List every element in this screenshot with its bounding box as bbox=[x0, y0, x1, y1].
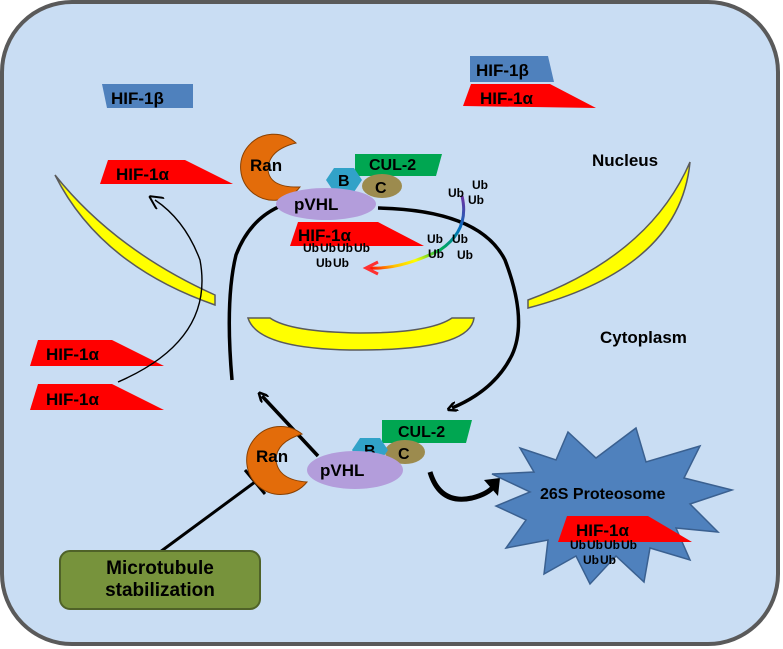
svg-text:pVHL: pVHL bbox=[294, 195, 338, 214]
hif1b-nuclear: HIF-1β bbox=[102, 84, 193, 108]
degradation-arrow bbox=[427, 471, 496, 502]
svg-text:Ub: Ub bbox=[583, 553, 599, 567]
svg-text:Ub: Ub bbox=[457, 248, 473, 262]
pvhl-lower bbox=[307, 451, 403, 489]
svg-text:Ub: Ub bbox=[604, 538, 620, 552]
svg-text:HIF-1α: HIF-1α bbox=[576, 521, 630, 540]
nuclear-membrane-right bbox=[527, 161, 691, 309]
ran-upper bbox=[240, 133, 302, 201]
svg-text:HIF-1α: HIF-1α bbox=[116, 165, 170, 184]
svg-text:Ub: Ub bbox=[303, 241, 319, 255]
cytoplasm-label: Cytoplasm bbox=[600, 328, 687, 347]
svg-text:HIF-1β: HIF-1β bbox=[111, 89, 164, 108]
svg-text:HIF-1α: HIF-1α bbox=[298, 226, 352, 245]
nuclear-import-arrow bbox=[117, 200, 203, 383]
pvhl-upper bbox=[276, 188, 376, 220]
ubiquitin-transfer-arrow bbox=[367, 195, 466, 270]
microtubule-line2: stabilization bbox=[105, 580, 215, 601]
svg-text:Ub: Ub bbox=[448, 186, 464, 200]
svg-text:CUL-2: CUL-2 bbox=[369, 157, 416, 174]
svg-text:Ran: Ran bbox=[250, 156, 282, 175]
microtubule-stabilization-label: Microtubule stabilization bbox=[60, 551, 260, 609]
svg-text:Ub: Ub bbox=[600, 553, 616, 567]
svg-text:Ran: Ran bbox=[256, 447, 288, 466]
hif1a-nuclear: HIF-1α bbox=[100, 160, 233, 184]
svg-text:Ub: Ub bbox=[316, 256, 332, 270]
svg-text:Ub: Ub bbox=[587, 538, 603, 552]
svg-text:HIF-1α: HIF-1α bbox=[46, 345, 100, 364]
svg-text:Ub: Ub bbox=[333, 256, 349, 270]
cul2-lower bbox=[382, 420, 472, 443]
svg-text:C: C bbox=[398, 446, 410, 463]
svg-text:Ub: Ub bbox=[427, 232, 443, 246]
hif1a-bound bbox=[290, 222, 424, 246]
ub-chain-lower: Ub Ub Ub Ub Ub Ub bbox=[570, 538, 637, 567]
ub-cluster-free: Ub Ub Ub Ub Ub Ub Ub bbox=[427, 178, 488, 262]
elongin-b-upper bbox=[326, 168, 362, 192]
hif1a-cytoplasm-1: HIF-1α bbox=[30, 340, 164, 366]
svg-text:Ub: Ub bbox=[472, 178, 488, 192]
upper-vhl-complex: Ran CUL-2 C B pVHL HIF-1α bbox=[240, 133, 442, 246]
cycle-arrow-up bbox=[262, 396, 320, 458]
proteosome-starburst bbox=[491, 426, 735, 586]
inhibition-line bbox=[159, 480, 256, 554]
hif1a-cytoplasm-2: HIF-1α bbox=[30, 384, 164, 410]
degradation-arrowhead bbox=[484, 478, 500, 496]
ran-lower bbox=[246, 426, 309, 495]
svg-text:B: B bbox=[364, 443, 376, 460]
cul2-upper bbox=[355, 154, 442, 176]
svg-text:CUL-2: CUL-2 bbox=[398, 424, 445, 441]
svg-text:HIF-1α: HIF-1α bbox=[46, 390, 100, 409]
svg-text:Ub: Ub bbox=[621, 538, 637, 552]
svg-text:HIF-1β: HIF-1β bbox=[476, 61, 529, 80]
lower-vhl-complex: Ran CUL-2 C B pVHL bbox=[246, 420, 472, 495]
svg-text:Ub: Ub bbox=[468, 193, 484, 207]
svg-text:C: C bbox=[375, 180, 387, 197]
ubiquitin-arrowhead bbox=[362, 260, 379, 276]
proteosome-label: 26S Proteosome bbox=[540, 486, 665, 503]
svg-text:Ub: Ub bbox=[354, 241, 370, 255]
nuclear-membrane-bottom bbox=[246, 317, 475, 351]
ub-chain-upper: Ub Ub Ub Ub Ub Ub bbox=[303, 241, 370, 270]
microtubule-box bbox=[59, 550, 261, 610]
elongin-c-lower bbox=[385, 440, 425, 464]
svg-text:HIF-1α: HIF-1α bbox=[480, 89, 534, 108]
svg-text:B: B bbox=[338, 173, 350, 190]
nuclear-membrane-left bbox=[54, 174, 216, 307]
svg-text:Ub: Ub bbox=[428, 247, 444, 261]
svg-text:pVHL: pVHL bbox=[320, 461, 364, 480]
nucleus-label: Nucleus bbox=[592, 151, 658, 170]
svg-text:Ub: Ub bbox=[320, 241, 336, 255]
microtubule-line1: Microtubule bbox=[106, 558, 214, 579]
cycle-arrow-left bbox=[227, 203, 284, 381]
cycle-arrow-right bbox=[377, 206, 521, 408]
svg-text:Ub: Ub bbox=[452, 232, 468, 246]
svg-text:Ub: Ub bbox=[337, 241, 353, 255]
elongin-c-upper bbox=[362, 174, 402, 198]
hif1-heterodimer: HIF-1β HIF-1α bbox=[463, 56, 596, 108]
hif1a-degraded: HIF-1α bbox=[558, 516, 692, 542]
svg-text:Ub: Ub bbox=[570, 538, 586, 552]
